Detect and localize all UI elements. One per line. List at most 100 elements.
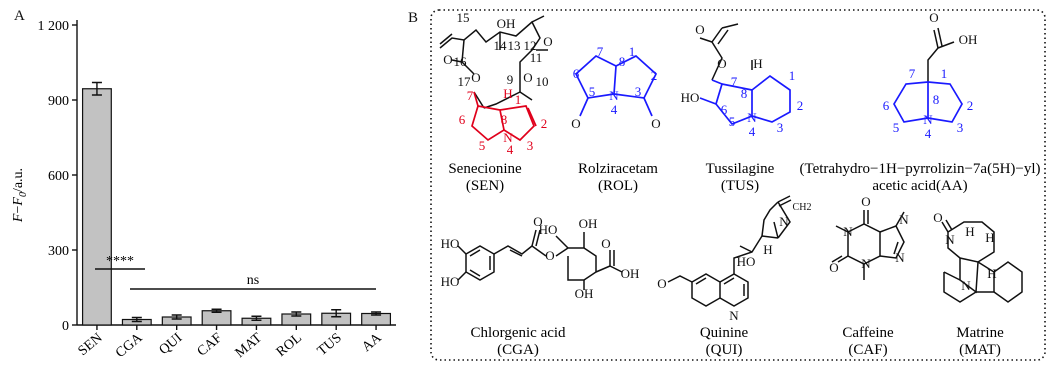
molecule-abbr: (SEN) — [466, 178, 504, 194]
atom-label: O — [533, 214, 542, 229]
error-bar-caf — [211, 308, 222, 313]
atom-label: O — [571, 116, 580, 131]
atom-label: O — [443, 52, 452, 67]
atom-label: OH — [959, 32, 978, 47]
atom-label: 10 — [536, 74, 549, 89]
error-bar-cga — [131, 316, 142, 323]
atom-label: H — [987, 266, 996, 281]
atom-label: N — [945, 232, 955, 247]
y-axis-label: F−F0/a.u. — [11, 168, 29, 223]
atom-label: CH2 — [793, 202, 812, 213]
atom-label: H — [763, 242, 772, 257]
atom-label: OH — [575, 286, 594, 301]
y-label-unit: /a.u. — [11, 168, 26, 192]
tussilagine-structure — [699, 23, 753, 81]
atom-label: OH — [621, 266, 640, 281]
rolziracetam-structure — [574, 54, 658, 117]
atom-label: 4 — [611, 102, 618, 117]
molecule-name: (Tetrahydro−1H−pyrrolizin−7a(5H)−yl) — [799, 161, 1040, 177]
atom-label: 3 — [635, 84, 642, 99]
molecule-abbr: acetic acid(AA) — [872, 178, 967, 194]
atom-label: O — [717, 56, 726, 71]
tussilagine-ring-blue — [699, 74, 791, 126]
atom-label: O — [929, 10, 938, 25]
molecule-name: Quinine — [700, 325, 749, 341]
atom-label: 15 — [457, 10, 470, 25]
atom-label: O — [829, 260, 838, 275]
atom-label: 6 — [721, 102, 728, 117]
error-bar-mat — [251, 315, 262, 321]
matrine-structure — [941, 219, 1023, 303]
atom-label: 3 — [527, 138, 534, 153]
atom-label: 2 — [541, 116, 548, 131]
atom-label: N — [899, 212, 909, 227]
atom-label: 4 — [749, 124, 756, 139]
y-tick-label: 600 — [48, 169, 69, 184]
atom-label: 4 — [507, 142, 514, 157]
atom-label: H — [753, 56, 762, 71]
y-label-f: F — [11, 213, 26, 223]
molecule-name: Chlorgenic acid — [470, 325, 566, 341]
atom-label: N — [861, 256, 871, 271]
atom-label: N — [961, 278, 971, 293]
y-label-minus: − — [11, 206, 26, 214]
molecule-abbr: (TUS) — [721, 178, 759, 194]
atom-label: 6 — [459, 112, 466, 127]
atom-label: 1 — [629, 44, 636, 59]
atom-label: 9 — [507, 72, 514, 87]
atom-label: OH — [497, 16, 516, 31]
molecule-name: Matrine — [956, 325, 1004, 341]
sig-stars: **** — [106, 254, 134, 269]
molecule-name: Tussilagine — [706, 161, 775, 177]
molecule-abbr: (CGA) — [497, 342, 539, 358]
atom-label: 4 — [925, 126, 932, 141]
molecule-abbr: (ROL) — [598, 178, 638, 194]
atom-label: O — [861, 194, 870, 209]
atom-label: 2 — [797, 98, 804, 113]
atom-label: 5 — [893, 120, 900, 135]
atom-label: 5 — [729, 114, 736, 129]
panel-a-letter: A — [14, 8, 25, 24]
atom-label: HO — [441, 236, 460, 251]
atom-label: HO — [681, 90, 700, 105]
error-bar-aa — [371, 311, 382, 316]
sig-ns: ns — [247, 273, 259, 288]
atom-label: N — [729, 308, 739, 323]
caffeine-structure — [831, 210, 905, 280]
cga-structure — [457, 229, 623, 290]
atom-label: 7 — [597, 44, 604, 59]
atom-label: 14 — [494, 38, 508, 53]
atom-label: N — [503, 130, 513, 145]
atom-label: 3 — [777, 120, 784, 135]
atom-label: O — [471, 70, 480, 85]
molecule-name: Rolziracetam — [578, 161, 658, 177]
atom-label: 1 — [789, 68, 796, 83]
atom-label: 8 — [619, 54, 626, 69]
atom-label: N — [779, 214, 789, 229]
aa-ring-blue — [893, 81, 963, 123]
molecule-abbr: (CAF) — [848, 342, 887, 358]
atom-label: HO — [441, 274, 460, 289]
y-tick-label: 1 200 — [38, 19, 70, 34]
atom-label: 6 — [883, 98, 890, 113]
atom-label: 8 — [741, 86, 748, 101]
atom-label: 1 — [941, 66, 948, 81]
atom-label: 7 — [467, 88, 474, 103]
atom-label: 17 — [458, 74, 472, 89]
atom-label: 2 — [651, 68, 658, 83]
panel-b-letter: B — [408, 10, 419, 26]
molecule-abbr: (MAT) — [959, 342, 1001, 358]
atom-label: 11 — [530, 50, 543, 65]
aa-structure — [927, 27, 955, 82]
atom-label: H — [965, 224, 974, 239]
atom-label: 1 — [515, 92, 522, 107]
atom-label: N — [843, 224, 853, 239]
molecule-name: Senecionine — [448, 161, 522, 177]
atom-label: 16 — [454, 54, 468, 69]
atom-label: O — [657, 276, 666, 291]
atom-label: 6 — [573, 66, 580, 81]
y-tick-label: 300 — [48, 244, 69, 259]
atom-label: HO — [737, 254, 756, 269]
